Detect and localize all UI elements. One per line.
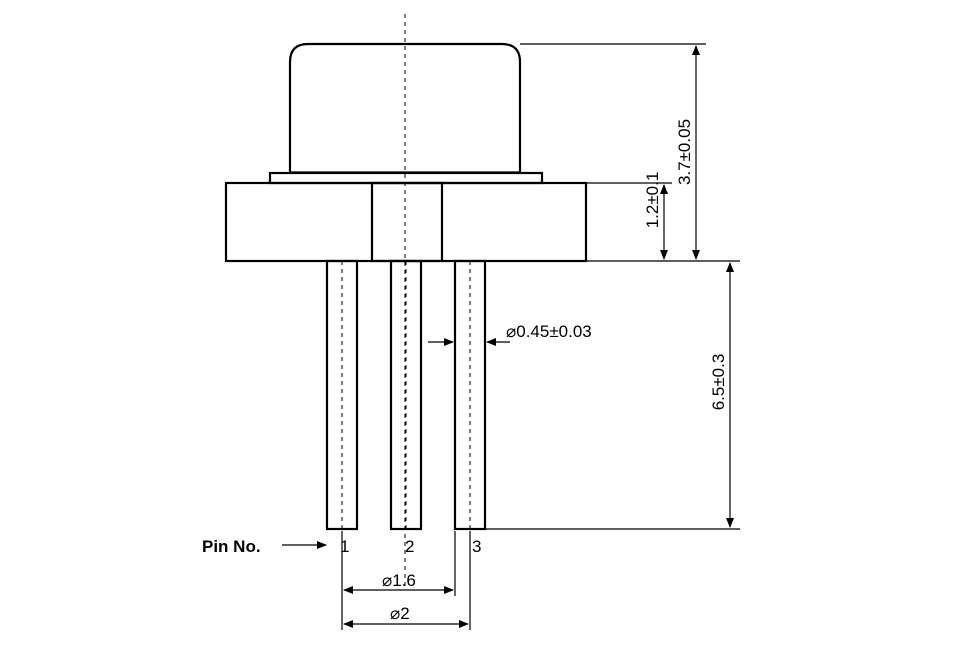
pin-3-number: 3 (472, 537, 481, 556)
dim-cap-height-label: 3.7±0.05 (675, 119, 694, 185)
flange-center-block (370, 181, 444, 263)
dim-pin-circle-outer-label: ⌀2 (390, 604, 410, 623)
dim-flange-thickness-label: 1.2±0.1 (643, 172, 662, 229)
pin-no-label: Pin No. (202, 537, 261, 556)
package-flange (224, 181, 588, 263)
package-cap (288, 42, 522, 172)
pin-1-number: 1 (340, 537, 349, 556)
pin-2-number: 2 (405, 537, 414, 556)
cap-rim (268, 171, 544, 185)
dim-lead-diameter-label: ⌀0.45±0.03 (506, 322, 592, 341)
dim-lead-length-label: 6.5±0.3 (709, 354, 728, 411)
dim-pin-circle-inner-label: ⌀1.6 (382, 571, 416, 590)
